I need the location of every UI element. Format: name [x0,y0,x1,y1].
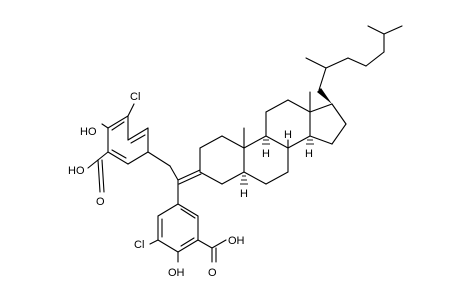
label-carbonyl-oxygen-top: O [96,196,105,208]
stereo-hash-c5 [240,175,248,185]
bond [221,171,245,185]
bond [309,135,333,145]
bond [111,121,125,131]
bond [318,67,327,91]
bond [211,239,227,249]
steroid-ring-b [243,135,289,185]
bond [265,135,289,149]
label-hydroxyl-top: HO [80,126,97,138]
label-chlorine-top: Cl [130,91,140,103]
lower-aryl-ring [157,203,199,253]
stereo-hash-c14 [306,139,314,145]
stereo-hash-c9 [262,139,270,145]
bond [127,127,149,141]
bond [87,159,99,169]
label-h-c9: H [262,148,270,160]
label-carboxyl-hydroxyl-top: HO [68,165,85,177]
bond [130,134,146,144]
bond [111,149,127,159]
bond [305,57,327,69]
bond [325,57,349,69]
label-chlorine-bottom: Cl [134,239,144,251]
bond [180,237,195,247]
bond [197,239,213,249]
bond [265,171,289,185]
steroid-ring-c [265,99,311,149]
steroid-ring-a [199,135,245,185]
bond [199,171,223,185]
bond [309,103,333,113]
bond [127,103,135,117]
label-hydroxyl-bottom: OH [168,267,185,279]
bond [287,99,311,113]
bond [107,151,129,165]
bond [149,239,159,245]
bond [287,135,311,149]
bond [97,151,109,161]
bond [331,103,347,125]
bond [177,239,199,253]
bond [331,123,347,145]
bond [367,25,385,35]
label-h-c14: H [305,148,313,160]
bond [221,135,245,149]
label-h-c8: H [284,129,292,141]
bond [199,135,223,149]
bond [157,239,179,253]
bond [177,169,201,181]
label-carbonyl-oxygen-bottom: O [208,267,217,279]
upper-aryl-ring [107,115,149,165]
bond [127,151,149,165]
bond [180,208,196,219]
bond [365,51,385,67]
steroid-ring-d [309,103,347,145]
bond [157,203,179,217]
bond [383,25,403,35]
label-h-c5: H [240,188,248,200]
bond [147,151,171,167]
wedge-bond-c17 [317,88,332,104]
bond [101,123,109,129]
bond [177,203,199,217]
bond [97,159,101,193]
bond [169,165,179,181]
bond [107,115,129,129]
bond [243,135,267,149]
label-carboxyl-hydroxyl-bottom: OH [228,235,245,247]
bond [347,57,367,67]
bond [243,171,267,185]
bond [178,173,202,185]
bond [265,99,289,113]
bond [101,159,105,193]
